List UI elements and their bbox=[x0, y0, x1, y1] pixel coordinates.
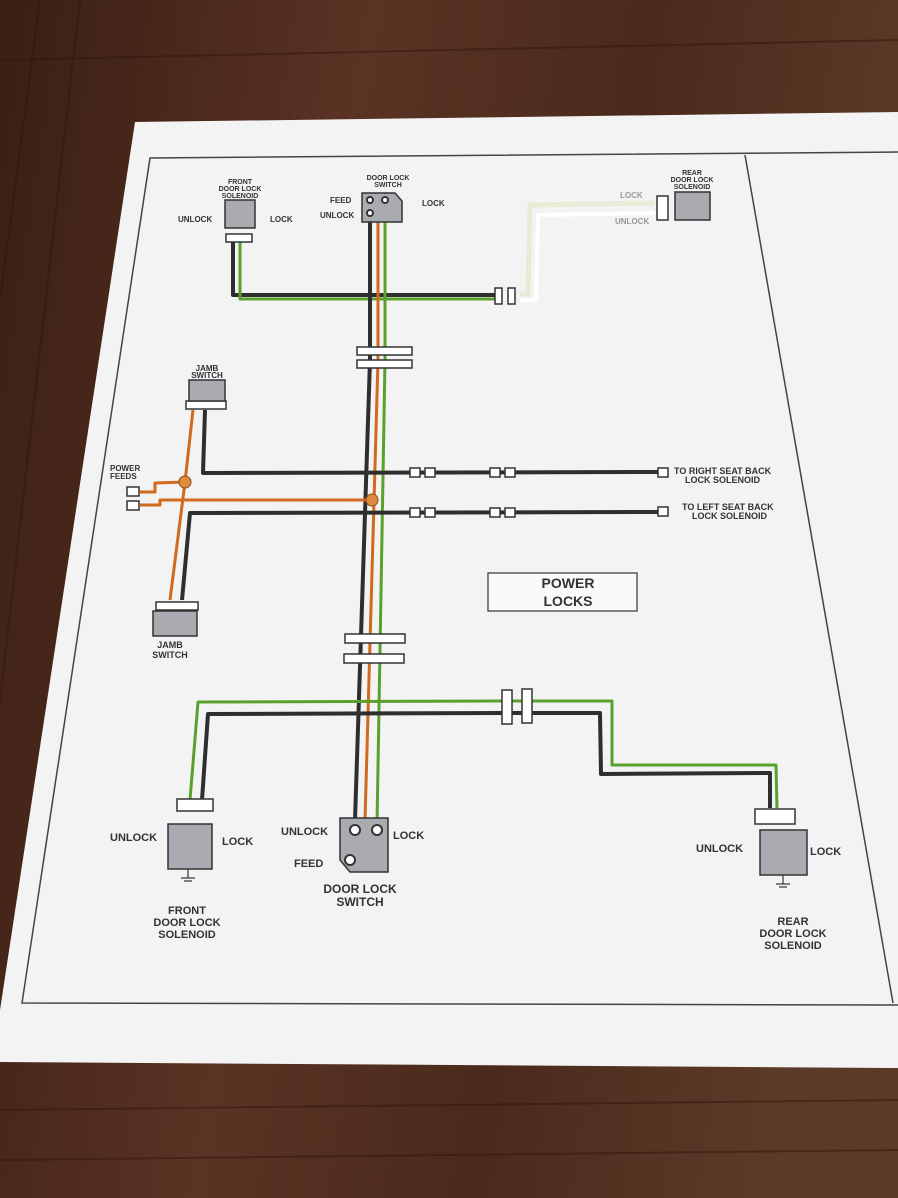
label: LOCK SOLENOID bbox=[685, 475, 761, 485]
label: LOCK bbox=[810, 846, 841, 858]
page-border bbox=[21, 151, 898, 1006]
label: DOOR LOCK bbox=[323, 882, 397, 896]
wire-rear-top-pale bbox=[520, 200, 656, 297]
wire-rear-top-pale2 bbox=[520, 211, 656, 302]
jamb-switch-bottom bbox=[152, 610, 198, 637]
labels: POWER LOCKS FRONT DOOR LOCK SOLENOID UNL… bbox=[110, 170, 841, 952]
label: DOOR LOCK bbox=[671, 177, 714, 184]
label: UNLOCK bbox=[320, 211, 354, 220]
front-solenoid-top bbox=[224, 199, 256, 229]
label: TO LEFT SEAT BACK bbox=[682, 502, 774, 512]
wire-jamb-bottom-black bbox=[180, 510, 659, 601]
wire-bottom-green bbox=[188, 699, 779, 809]
label: LOCK SOLENOID bbox=[692, 511, 768, 521]
wires bbox=[140, 200, 779, 826]
label: FRONT bbox=[168, 905, 206, 917]
wire-front-top-green bbox=[238, 242, 495, 301]
label: FEED bbox=[330, 196, 352, 205]
label: TO RIGHT SEAT BACK bbox=[674, 466, 772, 476]
title-line2: LOCKS bbox=[544, 593, 593, 609]
label: FEEDS bbox=[110, 472, 137, 481]
label: SOLENOID bbox=[158, 929, 216, 941]
wire-bottom-black bbox=[200, 711, 772, 808]
label: SOLENOID bbox=[674, 184, 711, 191]
label: SOLENOID bbox=[222, 193, 259, 200]
label: FRONT bbox=[228, 179, 253, 186]
label: LOCK bbox=[270, 215, 293, 224]
title-line1: POWER bbox=[542, 575, 595, 591]
label: POWER bbox=[110, 464, 140, 473]
label: UNLOCK bbox=[110, 832, 157, 844]
front-solenoid-bottom bbox=[167, 823, 213, 870]
label: REAR bbox=[682, 170, 702, 177]
title-box bbox=[487, 572, 638, 612]
label: DOOR LOCK bbox=[759, 928, 826, 940]
label: REAR bbox=[777, 916, 808, 928]
junction-dots bbox=[178, 475, 379, 507]
label: FEED bbox=[294, 858, 323, 870]
label: LOCK bbox=[422, 199, 445, 208]
wire-feed1-orange bbox=[140, 480, 186, 494]
label: JAMB bbox=[196, 364, 219, 373]
label: UNLOCK bbox=[178, 215, 212, 224]
switch-terminals bbox=[344, 196, 389, 866]
label: SWITCH bbox=[191, 371, 223, 380]
label: SWITCH bbox=[374, 182, 402, 189]
label: LOCK bbox=[222, 836, 253, 848]
label: SOLENOID bbox=[764, 940, 822, 952]
wire-front-top-black bbox=[231, 242, 495, 297]
label: DOOR LOCK bbox=[367, 175, 410, 182]
label: LOCK bbox=[620, 191, 643, 200]
label: JAMB bbox=[157, 640, 183, 650]
label: LOCK bbox=[393, 830, 424, 842]
ground-icon bbox=[181, 869, 790, 888]
label: DOOR LOCK bbox=[219, 186, 262, 193]
label: SWITCH bbox=[152, 650, 188, 660]
label: DOOR LOCK bbox=[153, 917, 220, 929]
connectors[interactable] bbox=[126, 195, 796, 825]
paper-sheet bbox=[0, 112, 898, 1068]
label: UNLOCK bbox=[696, 843, 743, 855]
label: UNLOCK bbox=[615, 217, 649, 226]
rear-solenoid-top bbox=[674, 191, 711, 221]
wire-feed2-orange bbox=[140, 498, 372, 507]
label: SWITCH bbox=[336, 895, 383, 909]
rear-solenoid-bottom bbox=[759, 829, 808, 876]
wood-grain bbox=[0, 0, 898, 1160]
jamb-switch-top bbox=[188, 379, 226, 402]
label: UNLOCK bbox=[281, 826, 328, 838]
